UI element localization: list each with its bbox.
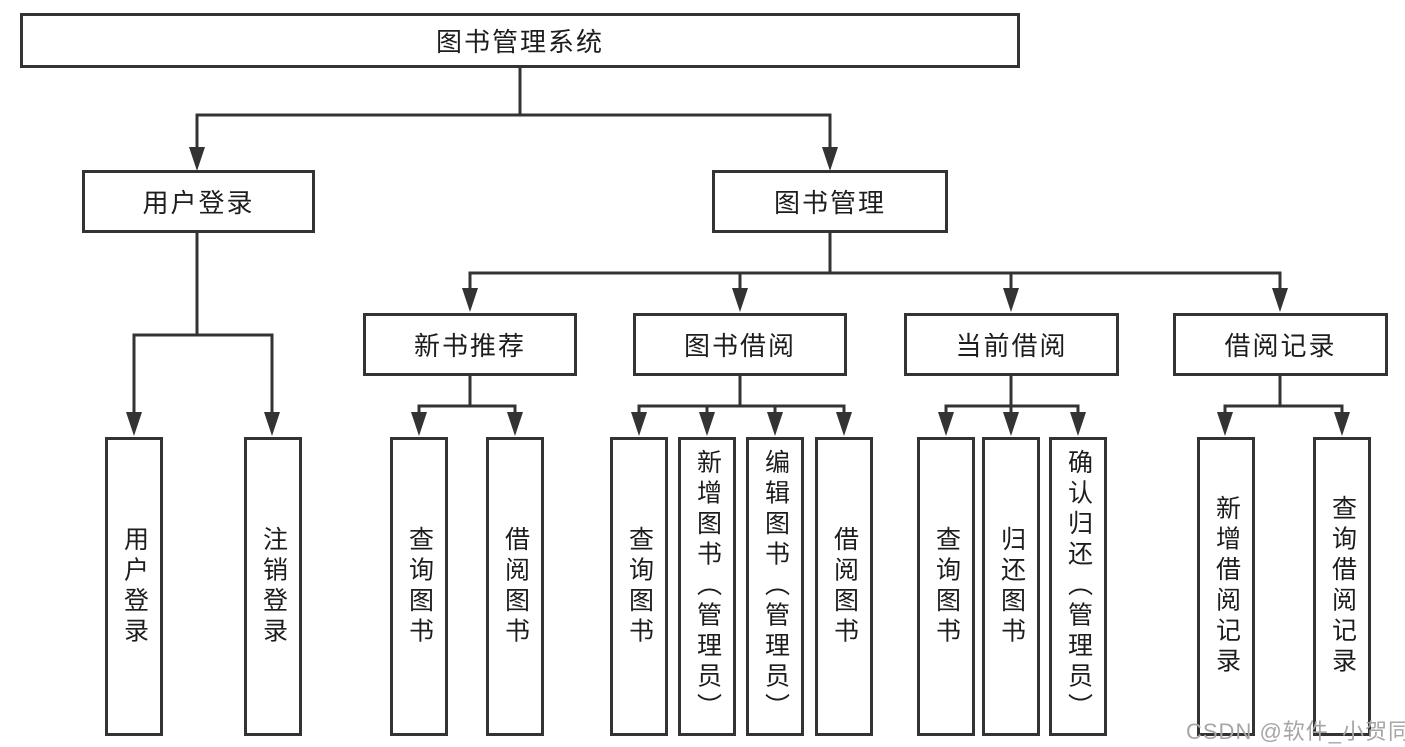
leaf-user-login: 用户登录 — [105, 437, 163, 736]
leaf-label: 归还图书 — [997, 525, 1026, 648]
node-current-borrow: 当前借阅 — [904, 313, 1119, 376]
node-book-borrow: 图书借阅 — [633, 313, 847, 376]
node-user-login: 用户登录 — [82, 170, 315, 233]
leaf-label: 查询图书 — [932, 525, 961, 648]
leaf-label: 编辑图书（管理员） — [761, 449, 790, 724]
node-root: 图书管理系统 — [20, 13, 1020, 68]
leaf-return-book: 归还图书 — [982, 437, 1040, 736]
leaf-add-borrow-record: 新增借阅记录 — [1197, 437, 1255, 736]
leaf-label: 用户登录 — [120, 525, 149, 648]
leaf-label: 查询图书 — [405, 525, 434, 648]
leaf-label: 借阅图书 — [501, 525, 530, 648]
leaf-borrow-books-2: 借阅图书 — [815, 437, 873, 736]
leaf-label: 新增借阅记录 — [1212, 495, 1241, 678]
csdn-watermark: CSDN @软件_小贺同学 — [1186, 719, 1405, 744]
leaf-add-book-admin: 新增图书（管理员） — [678, 437, 736, 736]
node-book-management: 图书管理 — [712, 170, 948, 233]
leaf-edit-book-admin: 编辑图书（管理员） — [746, 437, 804, 736]
leaf-query-books-2: 查询图书 — [610, 437, 668, 736]
leaf-query-borrow-record: 查询借阅记录 — [1313, 437, 1371, 736]
node-borrow-records: 借阅记录 — [1173, 313, 1388, 376]
leaf-label: 新增图书（管理员） — [693, 449, 722, 724]
leaf-label: 确认归还（管理员） — [1064, 449, 1093, 724]
leaf-label: 借阅图书 — [830, 525, 859, 648]
leaf-query-books-1: 查询图书 — [390, 437, 448, 736]
leaf-query-books-3: 查询图书 — [917, 437, 975, 736]
leaf-confirm-return-admin: 确认归还（管理员） — [1049, 437, 1107, 736]
node-new-book-recommend: 新书推荐 — [363, 313, 577, 376]
leaf-logout: 注销登录 — [244, 437, 302, 736]
leaf-label: 查询借阅记录 — [1328, 495, 1357, 678]
leaf-borrow-books-1: 借阅图书 — [486, 437, 544, 736]
leaf-label: 查询图书 — [625, 525, 654, 648]
leaf-label: 注销登录 — [259, 525, 288, 648]
